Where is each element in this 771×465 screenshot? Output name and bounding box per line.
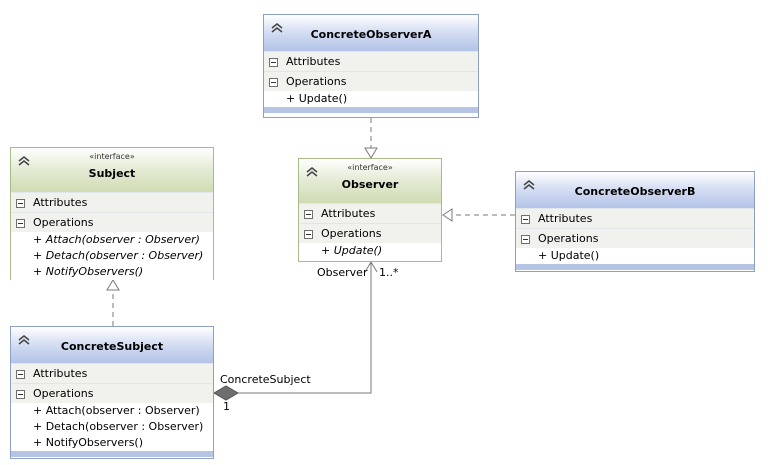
collapse-box-icon[interactable]	[269, 78, 278, 87]
class-name: ConcreteObserverA	[310, 28, 432, 41]
class-footer	[11, 451, 213, 457]
stereotype-label: «interface»	[89, 152, 135, 161]
collapse-box-icon[interactable]	[521, 215, 530, 224]
collapse-icon[interactable]	[305, 166, 319, 178]
composition-diamond	[213, 385, 239, 401]
operation-item[interactable]: + Update()	[299, 243, 441, 259]
class-footer	[516, 264, 754, 270]
collapse-icon[interactable]	[522, 179, 536, 191]
collapse-box-icon[interactable]	[521, 235, 530, 244]
operation-item[interactable]: + Attach(observer : Observer)	[11, 232, 213, 248]
collapse-icon[interactable]	[17, 334, 31, 346]
collapse-box-icon[interactable]	[304, 230, 313, 239]
class-name: Subject	[88, 167, 136, 180]
class-header: «interface» Subject	[11, 148, 213, 192]
attributes-section-toggle[interactable]: Attributes	[299, 203, 441, 223]
class-concrete-subject[interactable]: ConcreteSubject Attributes Operations + …	[10, 326, 214, 459]
collapse-icon[interactable]	[270, 22, 284, 34]
realization-arrowhead-a	[364, 147, 378, 159]
operations-section-toggle[interactable]: Operations	[516, 228, 754, 248]
realization-arrowhead-subject	[106, 279, 120, 291]
attributes-section-toggle[interactable]: Attributes	[264, 51, 478, 71]
collapse-box-icon[interactable]	[304, 210, 313, 219]
composition-line	[238, 262, 372, 394]
attributes-section-toggle[interactable]: Attributes	[11, 363, 213, 383]
class-name: Observer	[341, 178, 399, 191]
attributes-section-toggle[interactable]: Attributes	[516, 208, 754, 228]
class-header: ConcreteSubject	[11, 327, 213, 363]
operations-section-toggle[interactable]: Operations	[11, 212, 213, 232]
class-name: ConcreteSubject	[60, 340, 164, 353]
class-concrete-observer-b[interactable]: ConcreteObserverB Attributes Operations …	[515, 171, 755, 272]
collapse-box-icon[interactable]	[16, 199, 25, 208]
operation-item[interactable]: + NotifyObservers()	[11, 264, 213, 280]
association-multiplicity-subject: 1	[223, 400, 230, 413]
association-role-subject: ConcreteSubject	[220, 373, 311, 386]
operation-item[interactable]: + Detach(observer : Observer)	[11, 248, 213, 264]
operation-item[interactable]: + Attach(observer : Observer)	[11, 403, 213, 419]
class-name: ConcreteObserverB	[574, 185, 696, 198]
class-concrete-observer-a[interactable]: ConcreteObserverA Attributes Operations …	[263, 14, 479, 118]
stereotype-label: «interface»	[347, 163, 393, 172]
operation-item[interactable]: + Update()	[264, 91, 478, 107]
collapse-box-icon[interactable]	[269, 58, 278, 67]
collapse-box-icon[interactable]	[16, 390, 25, 399]
realization-arrowhead-b	[442, 208, 453, 222]
class-header: ConcreteObserverB	[516, 172, 754, 208]
association-multiplicity-observer: 1..*	[379, 266, 399, 279]
class-subject-interface[interactable]: «interface» Subject Attributes Operation…	[10, 147, 214, 280]
collapse-box-icon[interactable]	[16, 370, 25, 379]
class-footer	[264, 107, 478, 113]
operations-section-toggle[interactable]: Operations	[11, 383, 213, 403]
class-header: ConcreteObserverA	[264, 15, 478, 51]
collapse-icon[interactable]	[17, 155, 31, 167]
association-role-observer: Observer	[317, 266, 368, 279]
class-observer-interface[interactable]: «interface» Observer Attributes Operatio…	[298, 158, 442, 262]
class-header: «interface» Observer	[299, 159, 441, 203]
operations-section-toggle[interactable]: Operations	[299, 223, 441, 243]
operation-item[interactable]: + Detach(observer : Observer)	[11, 419, 213, 435]
operations-section-toggle[interactable]: Operations	[264, 71, 478, 91]
association-arrowhead	[364, 261, 378, 273]
attributes-section-toggle[interactable]: Attributes	[11, 192, 213, 212]
operation-item[interactable]: + Update()	[516, 248, 754, 264]
collapse-box-icon[interactable]	[16, 219, 25, 228]
operation-item[interactable]: + NotifyObservers()	[11, 435, 213, 451]
